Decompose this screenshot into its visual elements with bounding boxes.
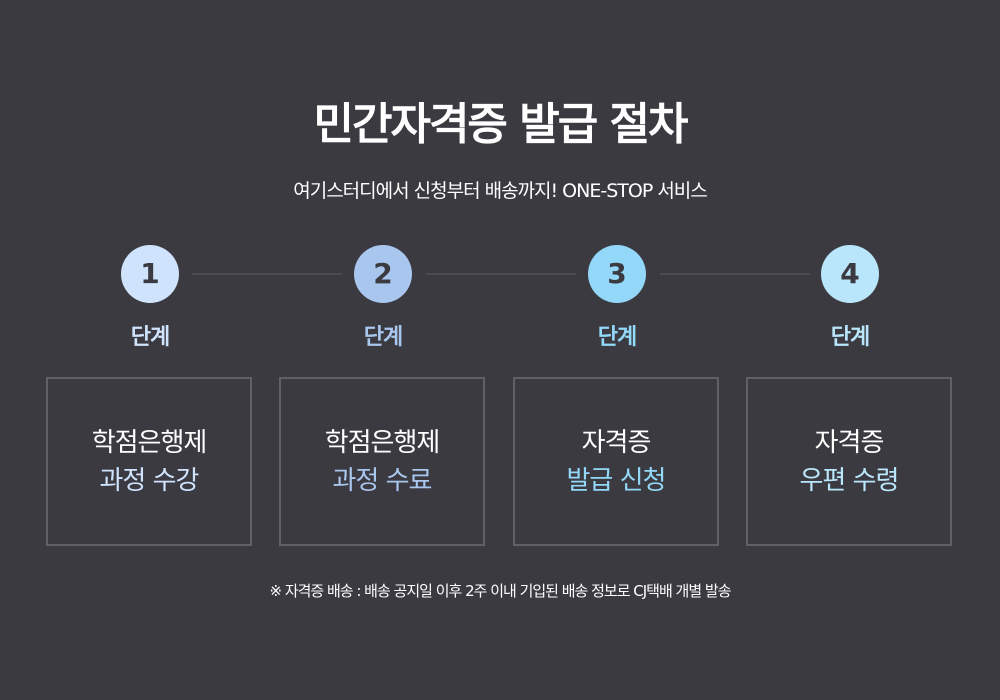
step-indicator: 3 단계: [587, 245, 647, 351]
connector-line: [426, 273, 576, 275]
step-number-circle: 2: [354, 245, 412, 303]
step-label: 단계: [130, 325, 170, 350]
step-label: 단계: [597, 325, 637, 350]
step-label: 단계: [830, 325, 870, 350]
step-description: 우편 수령: [799, 465, 900, 496]
step-number-circle: 1: [121, 245, 179, 303]
step-title: 학점은행제: [91, 427, 208, 458]
step-card: 자격증 우편 수령: [746, 377, 952, 546]
step-description: 과정 수료: [332, 465, 433, 496]
step-description: 과정 수강: [99, 465, 200, 496]
step-number-circle: 4: [821, 245, 879, 303]
connector-line: [660, 273, 810, 275]
step-label: 단계: [363, 325, 403, 350]
page-subtitle: 여기스터디에서 신청부터 배송까지! ONE-STOP 서비스: [293, 180, 708, 202]
step-card: 자격증 발급 신청: [513, 377, 719, 546]
connector-line: [192, 273, 342, 275]
step-number-circle: 3: [588, 245, 646, 303]
page-title: 민간자격증 발급 절차: [313, 99, 689, 150]
step-indicator: 1 단계: [120, 245, 180, 351]
step-card: 학점은행제 과정 수강: [46, 377, 252, 546]
step-indicator: 4 단계: [820, 245, 880, 351]
step-title: 자격증: [581, 427, 652, 458]
step-indicator: 2 단계: [353, 245, 413, 351]
step-title: 학점은행제: [324, 427, 441, 458]
step-title: 자격증: [814, 427, 885, 458]
step-description: 발급 신청: [566, 465, 667, 496]
shipping-note: ※ 자격증 배송 : 배송 공지일 이후 2주 이내 기입된 배송 정보로 CJ…: [269, 582, 731, 600]
step-card: 학점은행제 과정 수료: [279, 377, 485, 546]
